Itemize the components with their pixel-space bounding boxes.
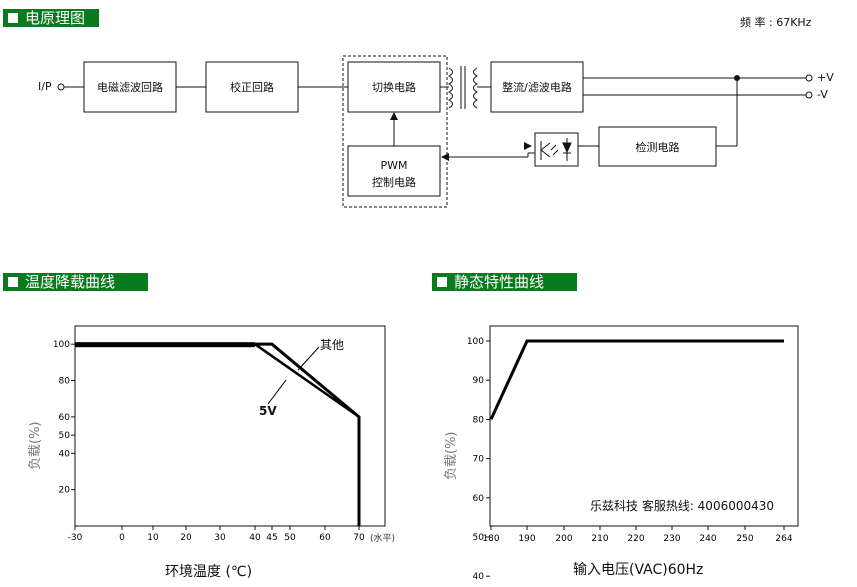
label-leader-5v — [267, 379, 287, 405]
pwm-label-line1: PWM — [380, 159, 408, 172]
optocoupler — [534, 132, 579, 167]
isolation-dashed-box — [342, 55, 448, 208]
static-y-tick-label: 60 — [473, 494, 485, 504]
emi-label: 电磁滤波回路 — [97, 81, 163, 94]
derating-x-tick-label: 40 — [249, 533, 261, 543]
static-y-tick-label: 80 — [473, 415, 485, 425]
derating-x-tick-label: 0 — [119, 533, 125, 543]
derating-y-tick-label: 100 — [53, 340, 70, 350]
derating-series-line — [75, 342, 361, 526]
derating-x-tick-label: 70 — [353, 533, 365, 543]
square-icon — [437, 277, 447, 287]
arrow-up-icon — [390, 112, 398, 120]
label-leader-other — [297, 346, 320, 371]
arrow-right-icon — [524, 142, 532, 150]
rectifier-block — [490, 61, 584, 113]
pfc-label: 校正回路 — [230, 81, 274, 94]
derating-plot-frame — [74, 325, 386, 527]
switch-label: 切换电路 — [372, 81, 416, 94]
static-y-tick-label: 40 — [473, 572, 485, 582]
static-plot-frame — [489, 325, 799, 527]
arrow-left-icon — [441, 153, 449, 161]
static-header: 静态特性曲线 — [432, 273, 577, 291]
derating-x-tick-label: 60 — [319, 533, 331, 543]
series-label-5v: 5V — [259, 404, 277, 418]
derating-series-line — [75, 342, 361, 526]
block-diagram-header: 电原理图 — [3, 9, 99, 27]
derating-header: 温度降载曲线 — [3, 273, 148, 291]
derating-y-tick-label: 50 — [59, 431, 71, 441]
static-x-tick-label: 240 — [699, 534, 716, 544]
derating-y-tick-label: 40 — [59, 449, 71, 459]
input-label: I/P — [38, 80, 52, 93]
junction-dot — [734, 75, 740, 81]
derating-x-tick-label: 45 — [266, 533, 277, 543]
derating-x-tick-label: 10 — [147, 533, 159, 543]
static-x-tick-label: 200 — [555, 534, 572, 544]
static-y-tick-label: 90 — [473, 376, 485, 386]
rectifier-label: 整流/滤波电路 — [502, 81, 572, 94]
derating-x-label: 环境温度 (℃) — [165, 564, 253, 580]
static-y-tick-label: 50 — [473, 533, 485, 543]
square-icon — [8, 277, 18, 287]
derating-y-label: 负载(%) — [28, 421, 43, 471]
pos-output-label: +V — [817, 71, 834, 84]
block-diagram-title: 电原理图 — [25, 9, 86, 27]
static-y-tick-label: 70 — [473, 455, 485, 465]
derating-flat-bar — [75, 342, 255, 348]
transformer-secondary — [473, 67, 479, 109]
derating-x-tick-label: 20 — [180, 533, 192, 543]
static-x-tick-label: 220 — [627, 534, 644, 544]
detect-label: 检测电路 — [635, 141, 680, 154]
static-x-tick-label: 230 — [663, 534, 680, 544]
static-x-tick-label: 250 — [736, 534, 753, 544]
derating-y-tick-label: 20 — [59, 486, 71, 496]
static-x-tick-label: 180 — [482, 534, 499, 544]
square-icon — [8, 13, 18, 23]
static-y-tick-label: 100 — [467, 337, 484, 347]
static-y-label: 负载(%) — [444, 431, 459, 481]
frequency-label: 频 率 : 67KHz — [740, 16, 812, 29]
derating-x-tick-label: 30 — [214, 533, 226, 543]
derating-title: 温度降载曲线 — [25, 273, 116, 291]
transformer-primary — [447, 67, 453, 109]
static-title: 静态特性曲线 — [454, 273, 545, 291]
neg-output-label: -V — [817, 88, 828, 101]
derating-x-tick-label: 50 — [284, 533, 296, 543]
derating-y-tick-label: 60 — [59, 413, 71, 423]
derating-x-unit: (水平) — [370, 534, 396, 544]
pwm-label-line2: 控制电路 — [372, 176, 416, 189]
static-x-label: 输入电压(VAC)60Hz — [573, 562, 704, 578]
static-x-tick-label: 210 — [591, 534, 608, 544]
derating-x-tick-label: -30 — [68, 533, 83, 543]
watermark-text: 乐兹科技 客服热线: 4006000430 — [590, 499, 775, 513]
series-label-other: 其他 — [320, 338, 345, 352]
neg-output-terminal — [805, 91, 813, 99]
static-x-tick-label: 264 — [775, 534, 792, 544]
pos-output-terminal — [805, 74, 813, 82]
static-x-tick-label: 190 — [518, 534, 535, 544]
static-series-line — [489, 339, 784, 421]
derating-y-tick-label: 80 — [59, 377, 71, 387]
